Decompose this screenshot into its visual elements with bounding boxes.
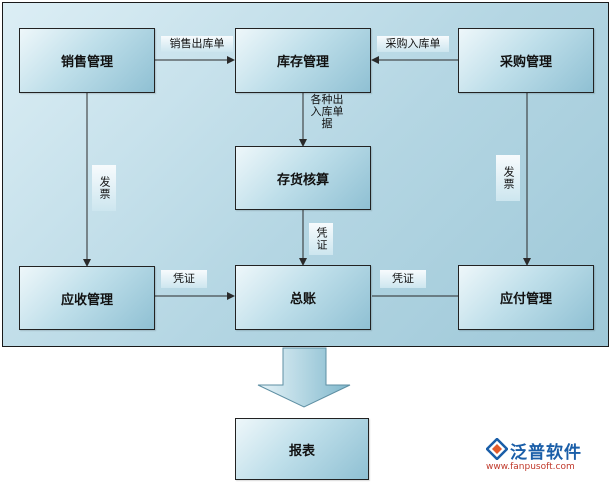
logo-url: www.fanpusoft.com (486, 462, 575, 472)
inventory-management-box: 库存管理 (235, 28, 371, 93)
sales-management-box: 销售管理 (19, 28, 155, 93)
report-box: 报表 (235, 418, 369, 480)
receivable-management-box: 应收管理 (19, 266, 155, 330)
general-ledger-box: 总账 (235, 265, 371, 330)
label-invoice-right: 发票 (496, 155, 520, 201)
purchase-management-box: 采购管理 (458, 28, 594, 93)
label-in-out-docs: 各种出入库单据 (310, 93, 344, 130)
label-voucher-costing: 凭证 (309, 223, 333, 255)
label-voucher-payable: 凭证 (380, 270, 426, 288)
big-arrow-to-report (257, 347, 351, 408)
label-voucher-receivable: 凭证 (161, 270, 207, 288)
brand-logo: 泛普软件 www.fanpusoft.com (486, 438, 606, 478)
label-sales-out-doc: 销售出库单 (161, 36, 233, 52)
payable-management-box: 应付管理 (458, 265, 594, 330)
inventory-costing-box: 存货核算 (235, 146, 371, 210)
logo-name: 泛普软件 (510, 443, 582, 463)
label-invoice-left: 发票 (92, 165, 116, 211)
fanpu-logo-icon (486, 438, 508, 460)
label-purchase-in-doc: 采购入库单 (377, 36, 449, 52)
